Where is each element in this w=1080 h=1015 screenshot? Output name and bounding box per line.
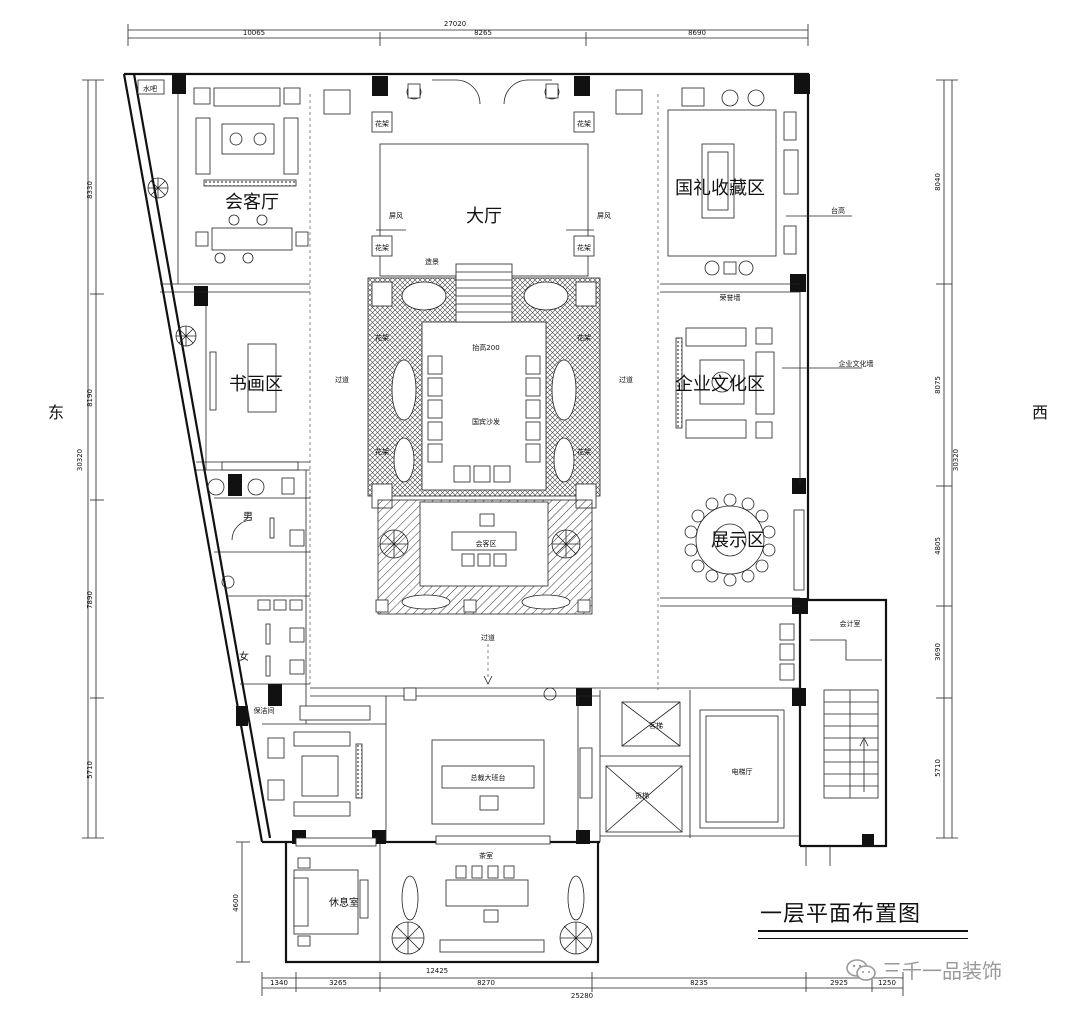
dim-bottom-total: 25280 <box>571 992 593 1000</box>
platform-label: 台高 <box>831 206 845 215</box>
dim-bottom-inner-total: 12425 <box>426 967 448 975</box>
vip-sofa-label: 国宾沙发 <box>472 417 500 426</box>
restrooms <box>207 477 305 677</box>
hall-label: 大厅 <box>466 206 502 227</box>
dim-bottom-6: 1250 <box>878 979 896 987</box>
corporate-culture-label: 企业文化区 <box>675 374 765 395</box>
watermark: 三千一品装饰 <box>846 955 1002 984</box>
stair-lines <box>456 271 512 313</box>
east-label: 东 <box>48 403 64 422</box>
water-bar-label: 水吧 <box>143 84 157 93</box>
corridor-right-label: 过道 <box>619 375 633 384</box>
ceo-office <box>267 687 593 847</box>
dim-bottom-4: 8235 <box>690 979 708 987</box>
janitor-room-label: 保洁间 <box>254 706 275 715</box>
exhibition-label: 展示区 <box>711 530 765 551</box>
flower-rack-label-3: 花架 <box>375 243 389 252</box>
dim-left-2: 8190 <box>86 389 94 407</box>
flower-rack-label-2: 花架 <box>577 119 591 128</box>
dim-bottom-3: 8270 <box>477 979 495 987</box>
dim-left-1: 8330 <box>86 181 94 199</box>
elevators <box>605 701 785 833</box>
interior-partitions <box>160 94 801 962</box>
reception-zone-label: 会客区 <box>476 539 497 548</box>
corridor-bottom-label: 过道 <box>481 633 495 642</box>
dim-top-3: 8690 <box>688 29 706 37</box>
plan-title: 一层平面布置图 <box>760 902 922 927</box>
columns <box>172 74 874 846</box>
exhibition-area <box>684 493 805 591</box>
screen-left-label: 屏风 <box>389 212 403 220</box>
landscape-label: 造景 <box>425 257 439 266</box>
rest-room-label: 休息室 <box>329 896 359 909</box>
flower-rack-label-4: 花架 <box>577 243 591 252</box>
flower-rack-label-7: 花架 <box>375 447 389 456</box>
plan-title-block: 一层平面布置图 <box>758 896 970 939</box>
dim-right-3: 4805 <box>934 537 942 555</box>
female-restroom-label: 女 <box>239 650 249 663</box>
accounting-room-label: 会计室 <box>840 619 861 628</box>
tea-room <box>391 835 593 955</box>
elevator-hall-label: 电梯厅 <box>732 767 753 776</box>
rest-room <box>293 857 369 947</box>
flower-rack-label-5: 花架 <box>375 333 389 342</box>
culture-wall-label: 企业文化墙 <box>839 359 874 368</box>
dim-left-4: 5710 <box>86 761 94 779</box>
corridor-left-label: 过道 <box>335 375 349 384</box>
flower-rack-label-8: 花架 <box>577 447 591 456</box>
dim-right-4: 3690 <box>934 643 942 661</box>
dim-top-total: 27020 <box>444 20 466 28</box>
dim-left-total: 30320 <box>76 449 84 471</box>
ceo-desk-label: 总裁大班台 <box>471 773 506 782</box>
calligraphy-area-label: 书画区 <box>229 374 283 395</box>
dim-top-1: 10065 <box>243 29 265 37</box>
dim-bottom-2: 3265 <box>329 979 347 987</box>
dim-left-extra: 4600 <box>232 894 240 912</box>
main-hall <box>323 79 643 685</box>
guest-elevator-label: 客梯 <box>649 721 663 730</box>
dim-right-1: 8040 <box>934 173 942 191</box>
dim-right-5: 5710 <box>934 759 942 777</box>
flower-rack-label-6: 花架 <box>577 333 591 342</box>
reception-room-label: 会客厅 <box>225 192 279 213</box>
dimension-lines <box>82 24 958 996</box>
dim-bottom-1: 1340 <box>270 979 288 987</box>
reception-room <box>137 79 309 264</box>
flower-rack-label-1: 花架 <box>375 119 389 128</box>
dim-left-3: 7890 <box>86 591 94 609</box>
dim-right-total: 30320 <box>952 449 960 471</box>
watermark-text: 三千一品装饰 <box>882 959 1002 983</box>
dim-right-2: 8075 <box>934 376 942 394</box>
tea-room-label: 茶室 <box>479 851 493 860</box>
dim-top-2: 8265 <box>474 29 492 37</box>
gift-collection-area <box>667 87 852 276</box>
wechat-icon <box>846 958 876 981</box>
west-label: 西 <box>1032 403 1048 422</box>
corporate-culture-area <box>675 327 862 439</box>
title-underline <box>758 930 968 939</box>
stairwell <box>779 623 882 866</box>
honor-wall-label: 荣誉墙 <box>720 293 741 302</box>
calligraphy-area <box>175 325 299 471</box>
freight-elevator-label: 货梯 <box>635 791 649 800</box>
gift-collection-label: 国礼收藏区 <box>675 178 765 199</box>
raised-label: 抬高200 <box>472 343 499 352</box>
screen-right-label: 屏风 <box>597 212 611 220</box>
dim-bottom-5: 2925 <box>830 979 848 987</box>
male-restroom-label: 男 <box>243 511 253 523</box>
